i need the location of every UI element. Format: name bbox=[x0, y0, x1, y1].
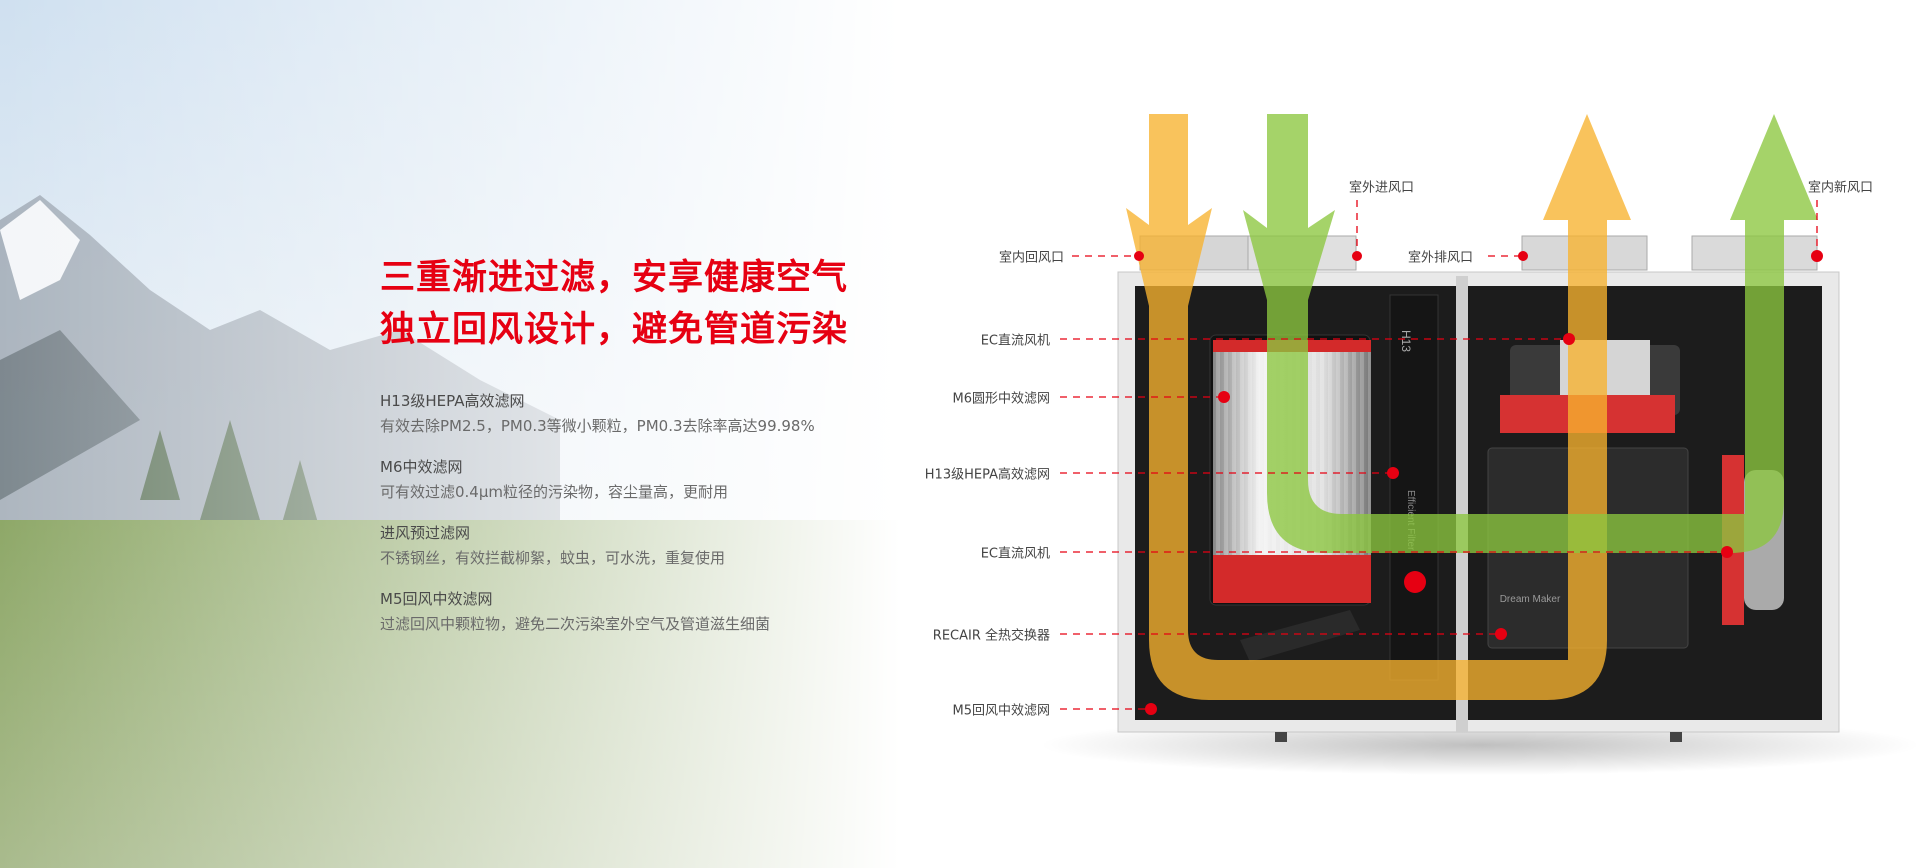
callout-ec-fan-1: EC直流风机 bbox=[980, 333, 1050, 349]
feature-desc: 可有效过滤0.4μm粒径的污染物，容尘量高，更耐用 bbox=[380, 483, 729, 501]
white-fade bbox=[0, 0, 900, 868]
duct-collars bbox=[1139, 235, 1818, 271]
m5-return-filter bbox=[1240, 610, 1360, 662]
callout-indoor-return: 室内回风口 bbox=[998, 250, 1064, 266]
feature-list: H13级HEPA高效滤网有效去除PM2.5，PM0.3等微小颗粒，PM0.3去除… bbox=[380, 390, 815, 654]
headline-line-2: 独立回风设计，避免管道污染 bbox=[380, 310, 849, 350]
feature-title: 进风预过滤网 bbox=[380, 524, 471, 542]
h13-hepa-filter bbox=[1389, 294, 1439, 681]
callout-m5-filter: M5回风中效滤网 bbox=[952, 703, 1051, 719]
feature-title: M6中效滤网 bbox=[380, 458, 463, 476]
center-divider bbox=[1456, 276, 1468, 732]
arrow-badge-icon bbox=[1404, 571, 1426, 593]
headline-line-1: 三重渐进过滤，安享健康空气 bbox=[380, 258, 849, 298]
headline: 三重渐进过滤，安享健康空气 独立回风设计，避免管道污染 bbox=[380, 252, 848, 356]
exhaust-airflow-arrow bbox=[1126, 114, 1631, 700]
callout-dots bbox=[1134, 250, 1823, 715]
callout-exchanger: RECAIR 全热交换器 bbox=[932, 628, 1050, 644]
feature-item: M5回风中效滤网过滤回风中颗粒物，避免二次污染室外空气及管道滋生细菌 bbox=[380, 588, 815, 654]
callout-h13-filter: H13级HEPA高效滤网 bbox=[924, 467, 1050, 483]
callout-outdoor-exhaust: 室外排风口 bbox=[1408, 250, 1474, 266]
callout-outdoor-intake: 室外进风口 bbox=[1349, 180, 1415, 196]
exchanger-brand-mark: Dream Maker bbox=[1500, 594, 1561, 605]
callout-ec-fan-2: EC直流风机 bbox=[980, 546, 1050, 562]
feature-desc: 有效去除PM2.5，PM0.3等微小颗粒，PM0.3去除率高达99.98% bbox=[380, 417, 815, 435]
feature-item: H13级HEPA高效滤网有效去除PM2.5，PM0.3等微小颗粒，PM0.3去除… bbox=[380, 390, 815, 456]
feature-title: H13级HEPA高效滤网 bbox=[380, 392, 525, 410]
feature-desc: 过滤回风中颗粒物，避免二次污染室外空气及管道滋生细菌 bbox=[380, 615, 771, 633]
feature-item: 进风预过滤网不锈钢丝，有效拦截柳絮，蚊虫，可水洗，重复使用 bbox=[380, 522, 815, 588]
callout-indoor-fresh: 室内新风口 bbox=[1808, 180, 1874, 196]
feature-item: M6中效滤网可有效过滤0.4μm粒径的污染物，容尘量高，更耐用 bbox=[380, 456, 815, 522]
feature-desc: 不锈钢丝，有效拦截柳絮，蚊虫，可水洗，重复使用 bbox=[380, 549, 726, 567]
callout-m6-filter: M6圆形中效滤网 bbox=[952, 391, 1051, 407]
feature-title: M5回风中效滤网 bbox=[380, 590, 493, 608]
fresh-airflow-arrow bbox=[1243, 114, 1818, 553]
filter-grade-mark: H13 bbox=[1399, 330, 1413, 352]
leader-lines bbox=[1060, 200, 1818, 710]
